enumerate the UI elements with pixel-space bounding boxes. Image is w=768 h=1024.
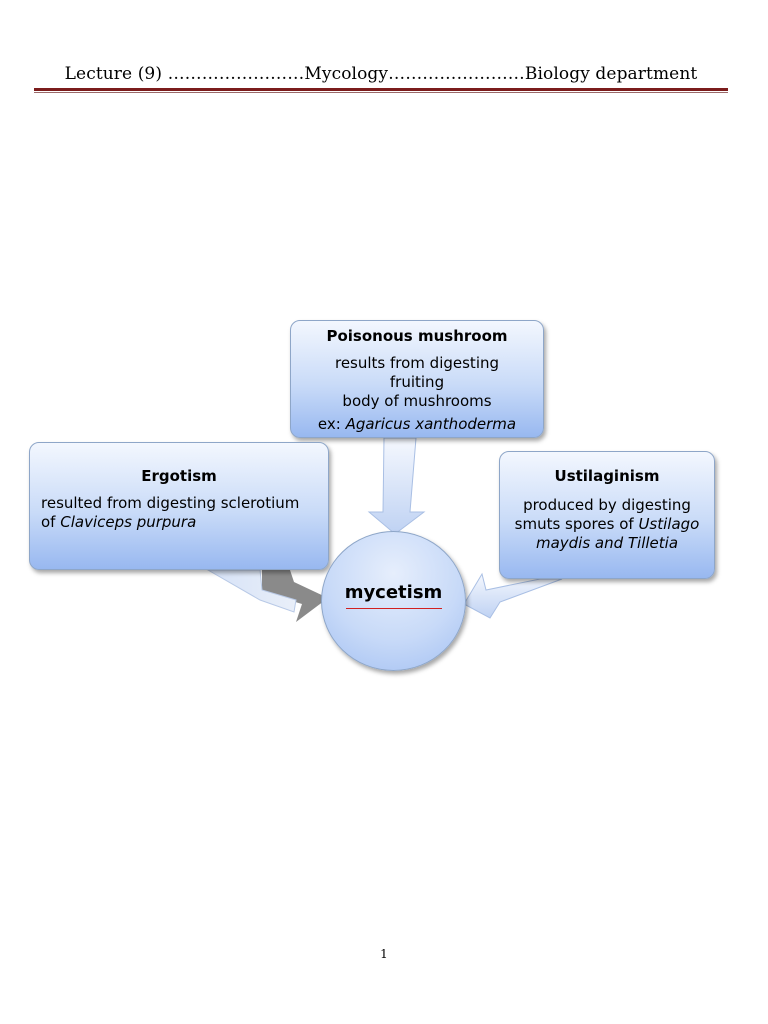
poisonous-line-2: fruiting <box>389 373 445 391</box>
ergotism-line-1: resulted from digesting sclerotium <box>41 494 300 512</box>
ustilaginism-line-3: maydis and Tilletia <box>535 534 679 552</box>
arrow-poisonous-to-center <box>367 437 426 535</box>
poisonous-example-prefix: ex: <box>317 415 346 433</box>
ergotism-box: Ergotism resulted from digesting sclerot… <box>29 442 329 570</box>
ustilaginism-line-2-prefix: smuts spores of <box>514 515 639 533</box>
ergotism-species: Claviceps purpura <box>60 513 197 531</box>
poisonous-mushroom-title: Poisonous mushroom <box>326 327 508 345</box>
ergotism-title: Ergotism <box>141 467 217 485</box>
ustilaginism-box: Ustilaginism produced by digesting smuts… <box>499 451 715 579</box>
arrow-ergotism-shadow <box>262 570 328 622</box>
mycetism-label: mycetism <box>344 582 443 603</box>
poisonous-line-1: results from digesting <box>334 354 500 372</box>
arrow-ergotism-to-center <box>206 569 297 613</box>
poisonous-line-3: body of mushrooms <box>342 392 492 410</box>
poisonous-mushroom-box: Poisonous mushroom results from digestin… <box>290 320 544 438</box>
mycetism-center-node: mycetism <box>321 531 466 671</box>
ergotism-line-2: of Claviceps purpura <box>30 513 328 532</box>
poisonous-example-species: Agaricus xanthoderma <box>345 415 517 433</box>
poisonous-example: ex: Agaricus xanthoderma <box>291 415 543 434</box>
ustilaginism-line-1: produced by digesting <box>523 496 691 514</box>
header-rule-thin <box>34 92 728 93</box>
ustilaginism-title: Ustilaginism <box>554 467 660 485</box>
mycetism-underline <box>346 608 442 609</box>
ergotism-line-2-prefix: of <box>41 513 61 531</box>
page-header: Lecture (9) ……………………Mycology……………………Biol… <box>64 64 698 84</box>
ustilaginism-species: Ustilago <box>638 515 700 533</box>
arrow-ustilaginism-to-center <box>463 572 563 619</box>
page-number: 1 <box>380 947 388 961</box>
ustilaginism-line-2: smuts spores of Ustilago <box>500 515 714 534</box>
header-rule-thick <box>34 88 728 91</box>
